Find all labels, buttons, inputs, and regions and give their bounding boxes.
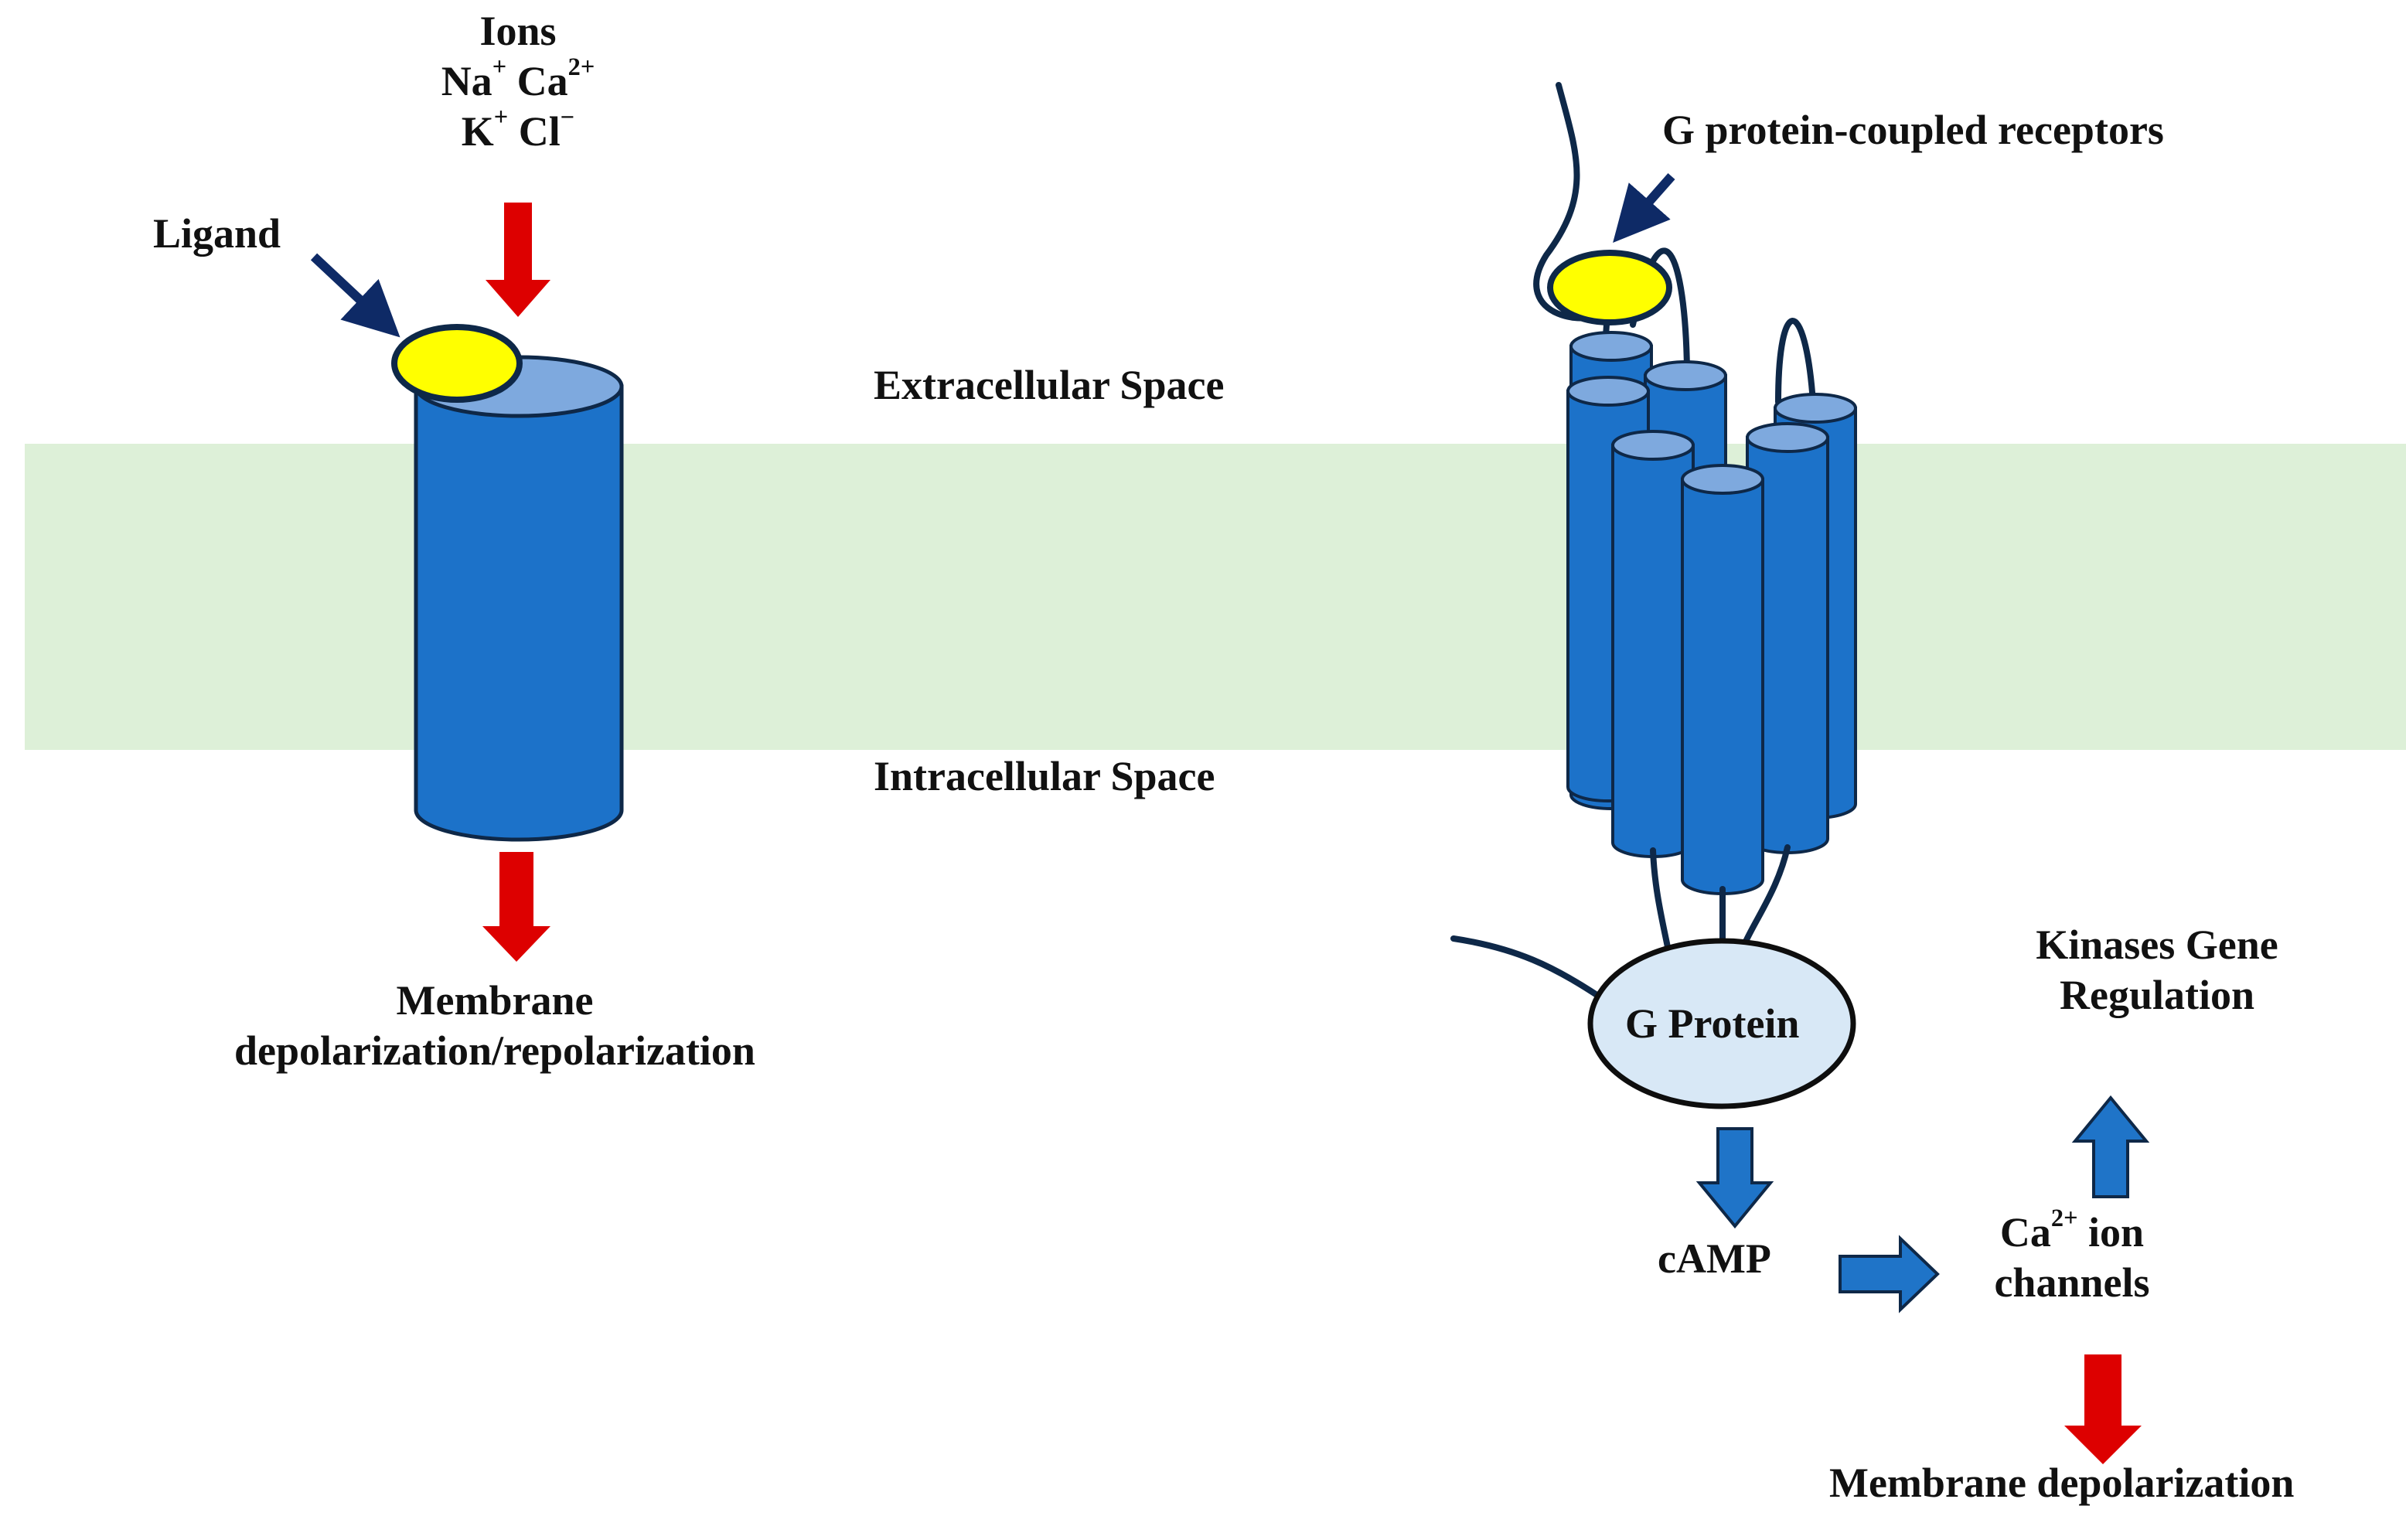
ions-line-2: K+ Cl−: [461, 103, 575, 155]
blue-block-arrow-down-icon: [1695, 1127, 1774, 1229]
gpcr-helix-bundle-icon: [1450, 82, 1857, 1000]
kinases-line-2: Regulation: [2059, 971, 2255, 1018]
ligand-pointer-arrow-icon: [310, 253, 400, 338]
blue-block-arrow-right-icon: [1839, 1235, 1940, 1313]
gpcr-helix: [1681, 464, 1764, 895]
g-protein-label: G Protein: [1625, 1000, 1800, 1047]
cell-membrane: [25, 444, 2406, 750]
gpcr-intracellular-loop: [1650, 847, 1672, 954]
kinases-line-1: Kinases Gene: [2036, 922, 2278, 968]
membrane-result-line-2: depolarization/repolarization: [234, 1027, 755, 1074]
red-down-arrow-icon: [486, 203, 550, 317]
red-down-arrow-icon: [482, 852, 550, 962]
membrane-result-label: Membrane depolarization/repolarization: [186, 976, 804, 1076]
gpcr-loop: [1775, 318, 1816, 405]
ca-channels-label: Ca2+ ion channels: [1948, 1204, 2196, 1308]
gpcr-pointer-arrow-icon: [1613, 173, 1675, 243]
gpcr-label: G protein-coupled receptors: [1662, 107, 2164, 153]
ions-line-1: Na+ Ca2+: [441, 53, 595, 104]
gpcr-intracellular-loop: [1741, 844, 1791, 948]
ligand-ellipse-icon: [391, 324, 523, 403]
gpcr-c-terminus-tail: [1450, 935, 1603, 1000]
ca-channels-line-2: channels: [1994, 1259, 2150, 1306]
gpcr-ligand-ellipse-icon: [1547, 250, 1672, 325]
membrane-depolarization-label: Membrane depolarization: [1829, 1460, 2295, 1506]
blue-block-arrow-up-icon: [2071, 1095, 2150, 1198]
red-down-arrow-icon: [2064, 1354, 2142, 1464]
kinases-label: Kinases Gene Regulation: [1995, 920, 2319, 1020]
ions-label: Ions Na+ Ca2+ K+ Cl−: [402, 6, 634, 156]
ions-title: Ions: [479, 8, 557, 54]
intracellular-label: Intracellular Space: [874, 753, 1215, 799]
ca-channels-line-1: Ca2+ ion: [1999, 1204, 2145, 1256]
g-protein-ellipse-icon: [1587, 938, 1856, 1109]
extracellular-label: Extracellular Space: [874, 362, 1225, 408]
ligand-label: Ligand: [153, 210, 281, 257]
ion-channel-cylinder-icon: [414, 355, 624, 842]
membrane-result-line-1: Membrane: [396, 977, 594, 1024]
camp-label: cAMP: [1658, 1235, 1771, 1282]
